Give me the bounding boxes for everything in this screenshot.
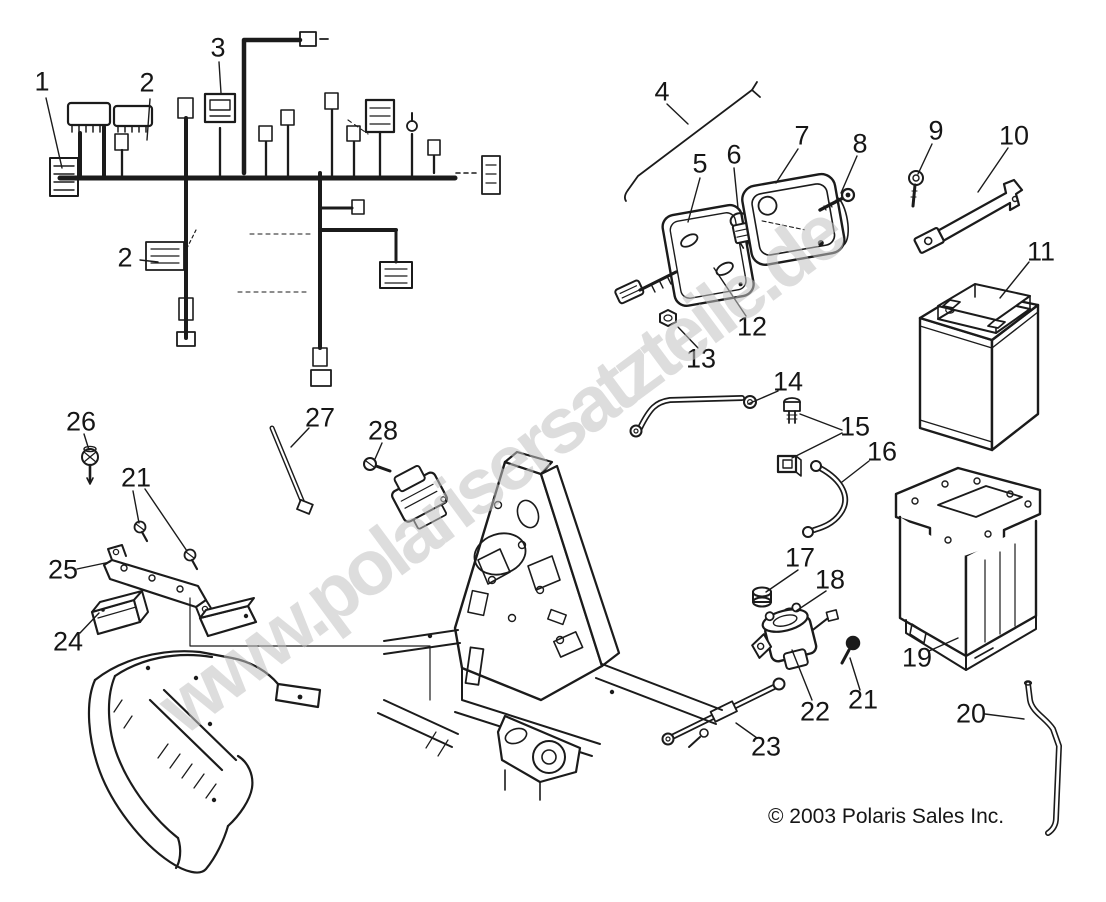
locator-lines [189,597,431,701]
callout-1: 1 [34,66,50,97]
battery-cable-14 [629,395,757,438]
callout-10: 10 [998,120,1030,151]
callout-5: 5 [692,148,708,179]
solenoid [751,602,840,670]
battery-box [894,466,1042,671]
screw-9 [908,170,924,208]
bolt-21-right [840,635,861,665]
callout-2b: 2 [117,242,133,273]
harness-retainer-rod [624,81,761,202]
nut-17 [752,586,772,608]
coil-module [391,464,449,530]
callout-9: 9 [928,115,944,146]
callout-13: 13 [685,343,717,374]
battery [918,283,1040,452]
callout-22: 22 [799,696,831,727]
front-bumper-guard [87,650,322,874]
callout-18: 18 [814,564,846,595]
callout-7: 7 [794,120,810,151]
callout-11: 11 [1026,236,1056,267]
callout-28: 28 [367,415,399,446]
cdi-module-24 [90,590,149,636]
callout-26: 26 [65,406,97,437]
leader-lines [45,61,1030,739]
screws-21-left [133,520,199,571]
taillight-housing [741,172,849,266]
callout-8: 8 [852,128,868,159]
callout-16: 16 [866,436,898,467]
battery-cable-16 [802,460,849,538]
callout-21-left: 21 [120,462,152,493]
callout-17: 17 [784,542,816,573]
battery-hold-down-strap [913,178,1024,254]
callout-25: 25 [47,554,79,585]
bolt-28 [363,457,392,473]
callout-24: 24 [52,626,84,657]
callout-6: 6 [726,139,742,170]
copyright-notice: © 2003 Polaris Sales Inc. [768,805,1005,828]
callout-12: 12 [736,311,768,342]
wiring-harness [49,31,501,387]
bolt-8 [818,187,856,212]
callout-15: 15 [839,411,871,442]
fastener-26 [81,445,99,485]
callout-27: 27 [304,402,336,433]
callout-19: 19 [901,642,933,673]
callout-14: 14 [772,366,804,397]
rod-27 [269,425,314,515]
callout-2: 2 [139,67,155,98]
callout-23: 23 [750,731,782,762]
callout-4: 4 [654,76,670,107]
bumper-bracket [198,597,258,638]
bracket-25 [102,544,215,618]
callout-3: 3 [210,32,226,63]
callout-20: 20 [955,698,987,729]
vent-tube [1023,680,1062,836]
bolt-and-nut-15 [776,397,802,477]
taillight-base-plate [614,203,755,327]
nut-13 [659,309,677,327]
callout-21-right: 21 [847,684,879,715]
frame [377,450,723,801]
battery-cable-23 [661,677,786,746]
